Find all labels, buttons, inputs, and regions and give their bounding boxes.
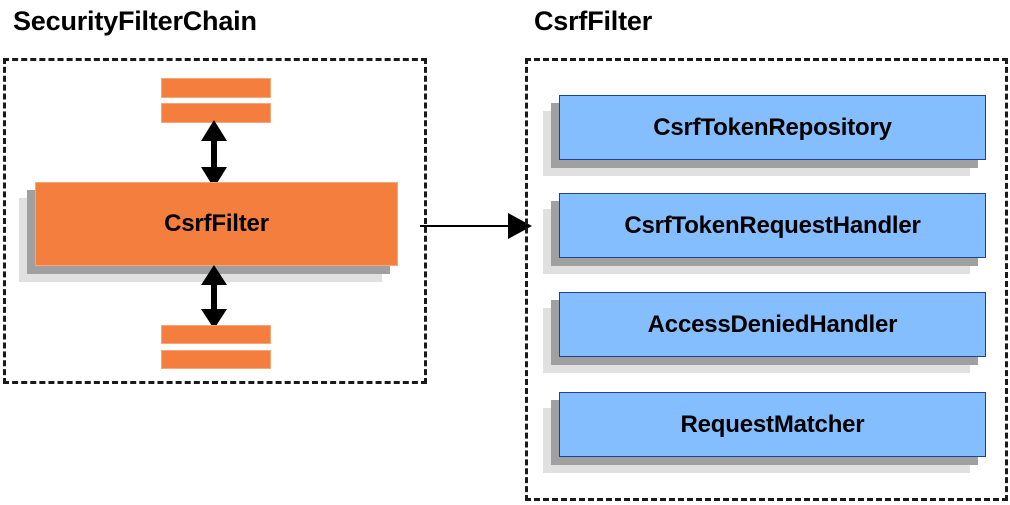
block-csrf-filter[interactable]: CsrfFilter bbox=[19, 182, 398, 282]
expand-arrow-icon bbox=[420, 213, 532, 239]
filler-bar-bottom-2 bbox=[161, 350, 271, 369]
block-label-csrf-filter: CsrfFilter bbox=[164, 210, 269, 237]
panel-title-csrf-filter: CsrfFilter bbox=[534, 6, 653, 36]
block-csrf-token-repository[interactable]: CsrfTokenRepository bbox=[543, 95, 986, 176]
bidirectional-arrow-icon-top bbox=[201, 120, 227, 188]
filler-bar-top-1 bbox=[161, 78, 271, 98]
block-face: CsrfFilter bbox=[35, 182, 398, 266]
block-label-csrf-token-request-handler: CsrfTokenRequestHandler bbox=[624, 211, 921, 239]
block-label-request-matcher: RequestMatcher bbox=[680, 410, 865, 438]
block-access-denied-handler[interactable]: AccessDeniedHandler bbox=[543, 292, 986, 373]
panel-title-security-filter-chain: SecurityFilterChain bbox=[13, 6, 257, 36]
block-face: CsrfTokenRequestHandler bbox=[559, 193, 986, 258]
panel-csrf-filter-detail bbox=[525, 58, 1008, 501]
filler-bar-bottom-1 bbox=[161, 325, 271, 344]
block-face: CsrfTokenRepository bbox=[559, 95, 986, 160]
block-request-matcher[interactable]: RequestMatcher bbox=[543, 392, 986, 473]
block-face: AccessDeniedHandler bbox=[559, 292, 986, 357]
block-face: RequestMatcher bbox=[559, 392, 986, 457]
filler-bar-top-2 bbox=[161, 103, 271, 123]
bidirectional-arrow-icon-bottom bbox=[201, 265, 227, 329]
block-label-access-denied-handler: AccessDeniedHandler bbox=[647, 310, 898, 338]
block-csrf-token-request-handler[interactable]: CsrfTokenRequestHandler bbox=[543, 193, 986, 274]
block-label-csrf-token-repository: CsrfTokenRepository bbox=[653, 113, 892, 141]
panel-security-filter-chain bbox=[3, 58, 427, 384]
